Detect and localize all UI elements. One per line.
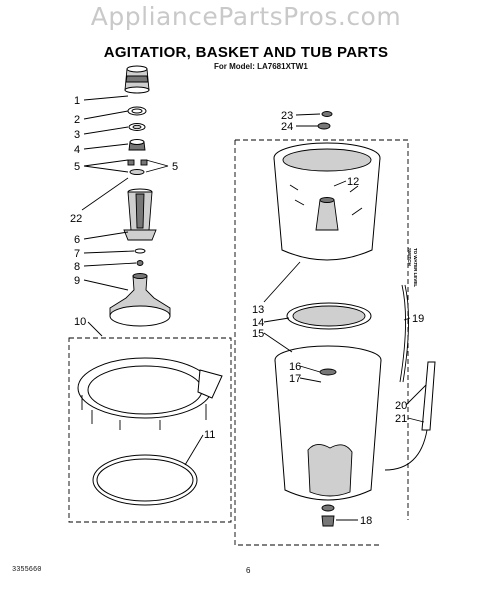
callout-9: 9 <box>74 275 80 287</box>
wash-basket <box>273 142 381 261</box>
note-line2: SWITCH <box>407 248 412 266</box>
callout-1: 1 <box>74 95 80 107</box>
tub-seal-gasket <box>92 454 198 506</box>
footer-page-number: 6 <box>246 566 251 575</box>
model-subtitle: For Model: LA7681XTW1 <box>214 62 308 71</box>
watermark: AppliancePartsPros.com <box>90 2 402 31</box>
agitator-retainer <box>134 248 146 266</box>
tub-ring <box>77 357 223 430</box>
agitator-base <box>109 273 171 327</box>
callout-17: 17 <box>289 373 301 385</box>
callout-15: 15 <box>252 328 264 340</box>
callout-8: 8 <box>74 261 80 273</box>
callout-6: 6 <box>74 234 80 246</box>
callout-11: 11 <box>204 429 215 441</box>
agitator-cam <box>128 139 146 151</box>
callout-4: 4 <box>74 144 80 156</box>
agitator-washer <box>128 123 146 131</box>
balance-ring <box>286 302 372 330</box>
callout-20: 20 <box>395 400 407 412</box>
callout-5-left: 5 <box>74 161 80 173</box>
callout-labels: 1 2 3 4 5 5 22 6 7 8 9 10 11 23 24 12 13… <box>70 95 424 527</box>
basket-screws <box>317 111 333 130</box>
callout-13: 13 <box>252 304 264 316</box>
diagram-title: AGITATIOR, BASKET AND TUB PARTS <box>103 44 389 61</box>
agitator-seal-ring <box>127 106 147 116</box>
note-line1: TO WATER LEVEL <box>413 248 418 287</box>
callout-23: 23 <box>281 110 293 122</box>
level-hose <box>399 284 409 383</box>
callout-12: 12 <box>347 176 359 188</box>
outer-tub <box>274 345 382 501</box>
leader-lines <box>81 95 427 521</box>
callout-19: 19 <box>412 313 424 325</box>
callout-3: 3 <box>74 129 80 141</box>
callout-24: 24 <box>281 121 293 133</box>
fill-hose <box>384 361 436 471</box>
callout-2: 2 <box>74 114 80 126</box>
agitator-cap <box>124 65 150 94</box>
agitator-barrel <box>123 188 157 241</box>
callout-10: 10 <box>74 316 86 328</box>
callout-14: 14 <box>252 317 264 329</box>
callout-5-right: 5 <box>172 161 178 173</box>
callout-7: 7 <box>74 248 80 260</box>
agitator-dogs <box>127 159 148 175</box>
callout-18: 18 <box>360 515 372 527</box>
hub-nut <box>321 504 335 527</box>
callout-16: 16 <box>289 361 301 373</box>
callout-21: 21 <box>395 413 407 425</box>
callout-22: 22 <box>70 213 82 225</box>
footer-part-code: 3355660 <box>12 566 42 574</box>
